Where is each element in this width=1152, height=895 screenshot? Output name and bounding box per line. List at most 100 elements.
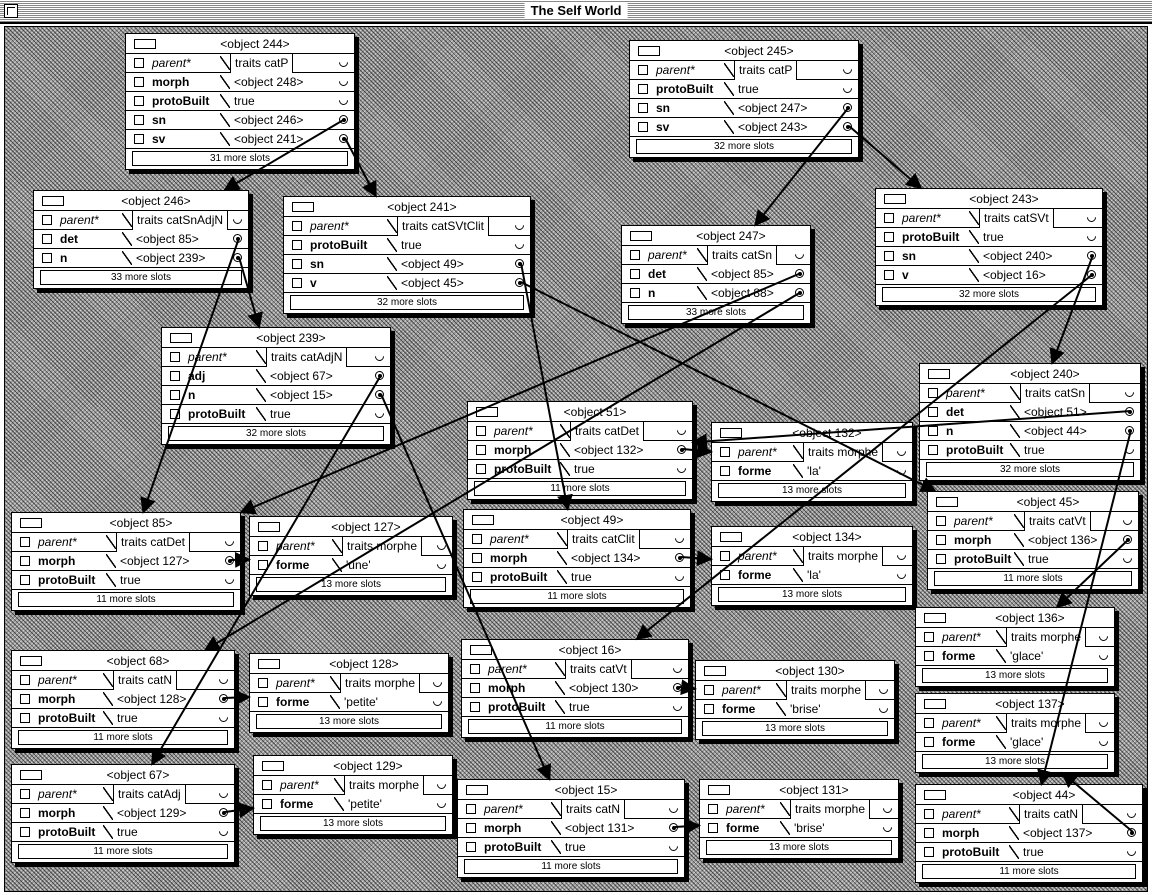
slot-checkbox[interactable] [704, 685, 714, 695]
slot-checkbox[interactable] [924, 847, 934, 857]
slot-arc-icon[interactable] [671, 700, 684, 713]
slot-value[interactable]: traits catAdj [113, 784, 186, 804]
slot-arc-icon[interactable] [431, 695, 444, 708]
slot-value[interactable]: true [234, 94, 255, 108]
more-slots-button[interactable]: 13 more slots [922, 668, 1108, 683]
slot-value[interactable]: 'glace' [1010, 735, 1044, 749]
slot-row[interactable]: n<object 88> [622, 284, 810, 303]
outliner-expander-icon[interactable] [258, 522, 280, 532]
more-slots-button[interactable]: 13 more slots [922, 754, 1108, 769]
outliner-header[interactable]: <object 244> [126, 34, 354, 54]
slot-checkbox[interactable] [170, 371, 180, 381]
slot-row[interactable]: parent*traits morphe [712, 546, 912, 566]
more-slots-button[interactable]: 33 more slots [628, 305, 804, 320]
outliner-header[interactable]: <object 243> [876, 189, 1102, 209]
slot-row[interactable]: sn<object 49> [284, 255, 530, 274]
slot-checkbox[interactable] [292, 240, 302, 250]
slot-value[interactable]: <object 127> [120, 554, 190, 568]
slot-checkbox[interactable] [134, 134, 144, 144]
slot-row[interactable]: parent*traits morphe [696, 680, 894, 700]
slot-row[interactable]: n<object 239> [34, 249, 248, 268]
slot-row[interactable]: parent*traits catAdj [12, 784, 234, 804]
slot-arc-icon[interactable] [673, 532, 686, 545]
more-slots-button[interactable]: 32 more slots [168, 426, 384, 441]
more-slots-button[interactable]: 32 more slots [290, 295, 524, 310]
outliner-expander-icon[interactable] [638, 46, 660, 56]
slot-checkbox[interactable] [720, 570, 730, 580]
outliner-header[interactable]: <object 67> [12, 765, 234, 785]
slot-arc-icon[interactable] [841, 63, 854, 76]
slot-checkbox[interactable] [134, 115, 144, 125]
slot-row[interactable]: morph<object 132> [468, 441, 692, 460]
slot-row[interactable]: parent*traits catN [458, 799, 684, 819]
slot-arc-icon[interactable] [793, 248, 806, 261]
more-slots-button[interactable]: 33 more slots [40, 270, 242, 285]
slot-value[interactable]: <object 128> [117, 692, 187, 706]
slot-pointer-icon[interactable] [677, 445, 686, 454]
slot-row[interactable]: parent*traits morphe [916, 627, 1114, 647]
slot-row[interactable]: morph<object 134> [464, 549, 690, 568]
slot-value[interactable]: 'petite' [344, 695, 378, 709]
slot-pointer-icon[interactable] [1125, 407, 1134, 416]
more-slots-button[interactable]: 13 more slots [718, 483, 906, 498]
slot-checkbox[interactable] [20, 575, 30, 585]
slot-checkbox[interactable] [20, 808, 30, 818]
slot-checkbox[interactable] [704, 704, 714, 714]
outliner-expander-icon[interactable] [42, 196, 64, 206]
slot-row[interactable]: parent*traits catAdjN [162, 347, 390, 367]
slot-checkbox[interactable] [292, 278, 302, 288]
slot-row[interactable]: parent*traits catP [126, 53, 354, 73]
slot-pointer-icon[interactable] [375, 390, 384, 399]
slot-checkbox[interactable] [42, 215, 52, 225]
slot-value[interactable]: <object 85> [711, 267, 774, 281]
more-slots-button[interactable]: 11 more slots [934, 571, 1132, 586]
outliner-expander-icon[interactable] [924, 699, 946, 709]
outliner-header[interactable]: <object 129> [254, 756, 452, 776]
slot-value[interactable]: true [401, 238, 422, 252]
slot-arc-icon[interactable] [1097, 630, 1110, 643]
slot-checkbox[interactable] [292, 221, 302, 231]
slot-value[interactable]: 'la' [807, 568, 821, 582]
slot-row[interactable]: parent*traits catVt [928, 511, 1138, 531]
slot-value[interactable]: <object 240> [983, 249, 1053, 263]
slot-arc-icon[interactable] [435, 558, 448, 571]
slot-row[interactable]: parent*traits morphe [250, 673, 448, 693]
slot-checkbox[interactable] [20, 789, 30, 799]
slot-value[interactable]: traits morphe [790, 799, 871, 819]
slot-value[interactable]: <object 130> [569, 681, 639, 695]
more-slots-button[interactable]: 11 more slots [18, 592, 234, 607]
slot-row[interactable]: parent*traits catP [630, 60, 858, 80]
slot-pointer-icon[interactable] [1087, 270, 1096, 279]
slot-row[interactable]: parent*traits catN [916, 804, 1142, 824]
slot-row[interactable]: morph<object 130> [462, 679, 688, 698]
slot-pointer-icon[interactable] [219, 808, 228, 817]
slot-value[interactable]: <object 241> [234, 132, 304, 146]
slot-arc-icon[interactable] [1125, 845, 1138, 858]
slot-checkbox[interactable] [924, 718, 934, 728]
slot-checkbox[interactable] [924, 828, 934, 838]
outliner-header[interactable]: <object 246> [34, 191, 248, 211]
slot-arc-icon[interactable] [881, 821, 894, 834]
slot-arc-icon[interactable] [895, 464, 908, 477]
slot-arc-icon[interactable] [337, 75, 350, 88]
outliner-expander-icon[interactable] [884, 194, 906, 204]
slot-checkbox[interactable] [134, 96, 144, 106]
slot-value[interactable]: traits catVt [565, 659, 632, 679]
slot-row[interactable]: forme'brise' [700, 819, 898, 838]
slot-arc-icon[interactable] [223, 535, 236, 548]
slot-pointer-icon[interactable] [1087, 251, 1096, 260]
slot-value[interactable]: <object 136> [1028, 533, 1098, 547]
more-slots-button[interactable]: 11 more slots [922, 864, 1136, 879]
slot-checkbox[interactable] [924, 737, 934, 747]
